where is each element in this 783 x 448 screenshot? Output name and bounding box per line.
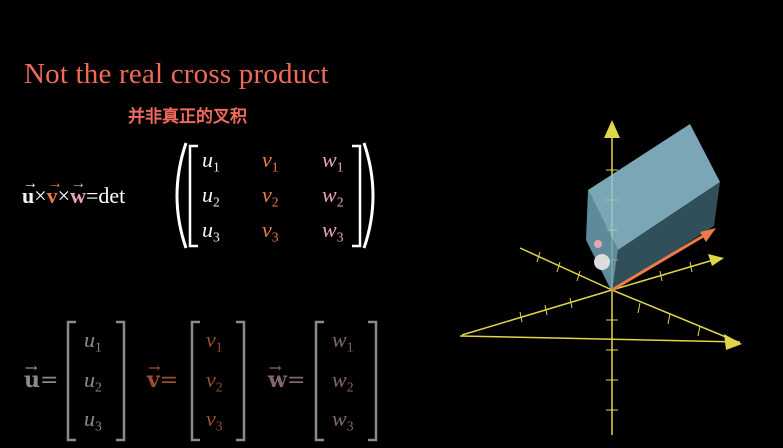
vector-entry: u1 <box>84 327 102 355</box>
3d-scene <box>459 120 742 435</box>
entry-index: 3 <box>346 418 354 434</box>
sphere-u <box>594 254 610 270</box>
entry-index: 3 <box>215 418 223 434</box>
equals-sign: = <box>159 368 179 393</box>
vector-u-symbol: u <box>22 183 34 208</box>
entry-symbol: u <box>202 147 213 172</box>
vector-entry: w1 <box>332 327 354 355</box>
equals-sign: = <box>40 368 59 393</box>
vector-v-label: v= <box>147 367 178 393</box>
det-label: det <box>98 183 126 208</box>
equals-sign: = <box>286 368 306 393</box>
vector-entry: v3 <box>206 406 223 434</box>
matrix-entry: w1 <box>322 147 344 175</box>
box-front-face <box>612 182 720 292</box>
vector-v-arrowhead <box>700 228 716 242</box>
entry-index: 3 <box>95 418 102 434</box>
entry-symbol: v <box>262 147 272 172</box>
entry-index: 2 <box>271 194 279 210</box>
vector-entry: v2 <box>206 367 223 395</box>
entry-index: 2 <box>213 194 220 210</box>
entry-symbol: v <box>206 367 216 392</box>
matrix-entry: v1 <box>262 147 279 175</box>
vector-symbol: w <box>268 367 287 393</box>
matrix-entry: v2 <box>262 182 279 210</box>
entry-symbol: u <box>84 367 95 392</box>
entry-index: 1 <box>95 339 102 355</box>
page-title: Not the real cross product <box>24 58 329 90</box>
x-axis <box>459 335 741 343</box>
entry-symbol: w <box>332 367 347 392</box>
y-axis-arrowhead <box>708 254 724 266</box>
equals-sign: = <box>85 183 99 208</box>
entry-symbol: u <box>84 327 95 352</box>
vector-entry: u3 <box>84 406 102 434</box>
vector-symbol: u <box>24 367 40 393</box>
entry-index: 3 <box>213 229 220 245</box>
vector-symbol: v <box>147 367 160 393</box>
entry-symbol: w <box>322 147 337 172</box>
matrix-entry: w2 <box>322 182 344 210</box>
entry-index: 1 <box>271 159 279 175</box>
matrix-entry: u3 <box>202 217 220 245</box>
matrix-entry: u1 <box>202 147 220 175</box>
entry-index: 1 <box>336 159 344 175</box>
axis-left <box>461 289 613 336</box>
axis-front <box>611 289 739 343</box>
box-top-face <box>588 124 720 250</box>
matrix-entry: v3 <box>262 217 279 245</box>
vector-u-label: u= <box>24 367 58 393</box>
entry-index: 1 <box>213 159 220 175</box>
vector-v-symbol: v <box>47 183 58 208</box>
entry-symbol: v <box>206 327 216 352</box>
entry-index: 2 <box>95 379 102 395</box>
vector-v-arrow <box>611 230 711 292</box>
entry-symbol: w <box>322 182 337 207</box>
entry-symbol: u <box>202 217 213 242</box>
box-left-face <box>586 190 618 292</box>
matrix-entry: u2 <box>202 182 220 210</box>
matrix-entry: w3 <box>322 217 344 245</box>
vector-w-symbol: w <box>70 183 86 208</box>
entry-index: 3 <box>336 229 344 245</box>
axis-right <box>611 257 721 291</box>
vector-entry: v1 <box>206 327 223 355</box>
entry-symbol: v <box>262 217 272 242</box>
entry-index: 2 <box>215 379 223 395</box>
entry-symbol: u <box>202 182 213 207</box>
axis-back <box>519 247 613 291</box>
entry-index: 2 <box>336 194 344 210</box>
entry-symbol: v <box>206 406 216 431</box>
z-axis-arrowhead <box>604 120 620 138</box>
x-axis-arrowhead <box>724 334 742 350</box>
vector-entry: u2 <box>84 367 102 395</box>
vector-entry: w3 <box>332 406 354 434</box>
entry-symbol: u <box>84 406 95 431</box>
entry-index: 1 <box>215 339 223 355</box>
entry-symbol: v <box>262 182 272 207</box>
vector-entry: w2 <box>332 367 354 395</box>
entry-index: 3 <box>271 229 279 245</box>
cross-product-formula: u×v×w=det <box>22 183 125 209</box>
vector-w-label: w= <box>268 367 305 393</box>
entry-index: 2 <box>346 379 354 395</box>
entry-symbol: w <box>332 327 347 352</box>
entry-symbol: w <box>322 217 337 242</box>
page-subtitle: 并非真正的叉积 <box>128 107 247 127</box>
entry-symbol: w <box>332 406 347 431</box>
sphere-w <box>594 240 602 248</box>
entry-index: 1 <box>346 339 354 355</box>
